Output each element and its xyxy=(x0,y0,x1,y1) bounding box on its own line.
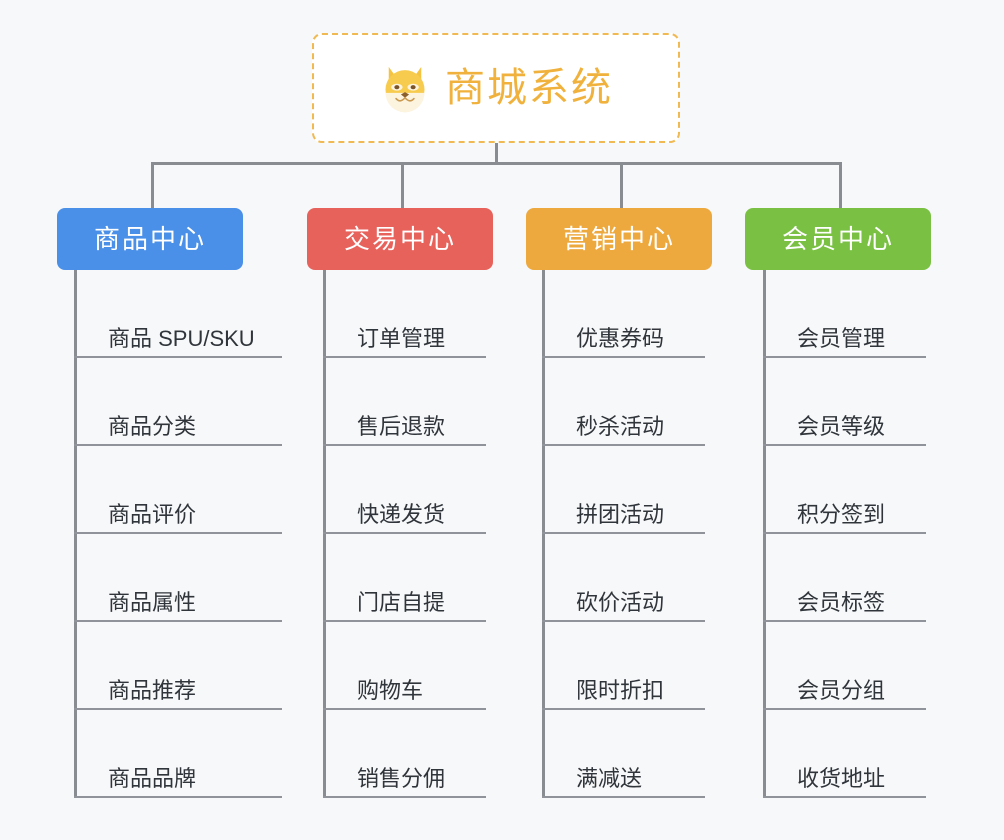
leaf-item-label: 会员管理 xyxy=(797,326,886,351)
drop-line-member-center xyxy=(839,162,842,208)
leaf-item[interactable]: 商品 SPU/SKU xyxy=(74,270,282,358)
leaf-item-label: 优惠券码 xyxy=(576,326,665,351)
leaf-item-label: 秒杀活动 xyxy=(576,414,665,439)
leaf-item-label: 积分签到 xyxy=(797,502,886,527)
leaf-item[interactable]: 售后退款 xyxy=(323,358,486,446)
leaf-item[interactable]: 秒杀活动 xyxy=(542,358,705,446)
leaf-item-label: 商品 SPU/SKU xyxy=(108,326,255,351)
leaf-item[interactable]: 商品分类 xyxy=(74,358,282,446)
leaf-item-label: 商品分类 xyxy=(108,414,197,439)
leaf-item[interactable]: 会员管理 xyxy=(763,270,926,358)
leaf-item-label: 售后退款 xyxy=(357,414,446,439)
leaf-item-label: 商品推荐 xyxy=(108,678,197,703)
leaf-column-trade-center: 订单管理售后退款快递发货门店自提购物车销售分佣 xyxy=(323,270,490,798)
leaf-column-product-center: 商品 SPU/SKU 商品分类商品评价商品属性商品推荐商品品牌 xyxy=(74,270,286,798)
category-box-trade-center[interactable]: 交易中心 xyxy=(307,208,493,270)
drop-line-marketing-center xyxy=(620,162,623,208)
leaf-item-label: 订单管理 xyxy=(357,326,446,351)
leaf-item-label: 商品属性 xyxy=(108,590,197,615)
leaf-item-label: 限时折扣 xyxy=(576,678,665,703)
leaf-item[interactable]: 收货地址 xyxy=(763,710,926,798)
spine-line-marketing-center xyxy=(542,270,545,798)
leaf-item[interactable]: 优惠券码 xyxy=(542,270,705,358)
leaf-item[interactable]: 销售分佣 xyxy=(323,710,486,798)
leaf-item[interactable]: 砍价活动 xyxy=(542,534,705,622)
root-title: 商城系统 xyxy=(445,66,613,110)
leaf-item[interactable]: 商品推荐 xyxy=(74,622,282,710)
leaf-item[interactable]: 会员等级 xyxy=(763,358,926,446)
leaf-item-label: 商品评价 xyxy=(108,502,197,527)
leaf-item[interactable]: 会员标签 xyxy=(763,534,926,622)
leaf-item[interactable]: 门店自提 xyxy=(323,534,486,622)
leaf-item-label: 会员分组 xyxy=(797,678,886,703)
leaf-item[interactable]: 商品品牌 xyxy=(74,710,282,798)
leaf-item[interactable]: 限时折扣 xyxy=(542,622,705,710)
leaf-item[interactable]: 购物车 xyxy=(323,622,486,710)
leaf-item-label: 快递发货 xyxy=(357,502,446,527)
spine-line-product-center xyxy=(74,270,77,798)
leaf-item-label: 门店自提 xyxy=(357,590,446,615)
leaf-item-label: 购物车 xyxy=(357,678,424,703)
leaf-item-label: 会员等级 xyxy=(797,414,886,439)
horizontal-bus-line xyxy=(151,162,842,165)
leaf-item-label: 收货地址 xyxy=(797,766,886,791)
leaf-item-label: 会员标签 xyxy=(797,590,886,615)
leaf-item[interactable]: 满减送 xyxy=(542,710,705,798)
leaf-item-label: 砍价活动 xyxy=(576,590,665,615)
root-stem-line xyxy=(495,143,498,165)
leaf-item[interactable]: 拼团活动 xyxy=(542,446,705,534)
leaf-column-marketing-center: 优惠券码秒杀活动拼团活动砍价活动限时折扣满减送 xyxy=(542,270,709,798)
leaf-item-label: 销售分佣 xyxy=(357,766,446,791)
leaf-item-label: 商品品牌 xyxy=(108,766,197,791)
category-box-marketing-center[interactable]: 营销中心 xyxy=(526,208,712,270)
shiba-dog-icon xyxy=(385,66,425,113)
spine-line-member-center xyxy=(763,270,766,798)
category-label: 商品中心 xyxy=(93,224,206,254)
category-box-product-center[interactable]: 商品中心 xyxy=(57,208,243,270)
root-node[interactable]: 商城系统 xyxy=(312,33,680,143)
drop-line-trade-center xyxy=(401,162,404,208)
leaf-item[interactable]: 会员分组 xyxy=(763,622,926,710)
category-label: 会员中心 xyxy=(781,224,894,254)
category-label: 营销中心 xyxy=(562,224,675,254)
leaf-item-label: 满减送 xyxy=(576,766,643,791)
drop-line-product-center xyxy=(151,162,154,208)
leaf-item-label: 拼团活动 xyxy=(576,502,665,527)
leaf-item[interactable]: 商品属性 xyxy=(74,534,282,622)
leaf-column-member-center: 会员管理会员等级积分签到会员标签会员分组收货地址 xyxy=(763,270,930,798)
leaf-item[interactable]: 订单管理 xyxy=(323,270,486,358)
leaf-item[interactable]: 商品评价 xyxy=(74,446,282,534)
spine-line-trade-center xyxy=(323,270,326,798)
category-box-member-center[interactable]: 会员中心 xyxy=(745,208,931,270)
leaf-item[interactable]: 快递发货 xyxy=(323,446,486,534)
leaf-item[interactable]: 积分签到 xyxy=(763,446,926,534)
category-label: 交易中心 xyxy=(343,224,456,254)
